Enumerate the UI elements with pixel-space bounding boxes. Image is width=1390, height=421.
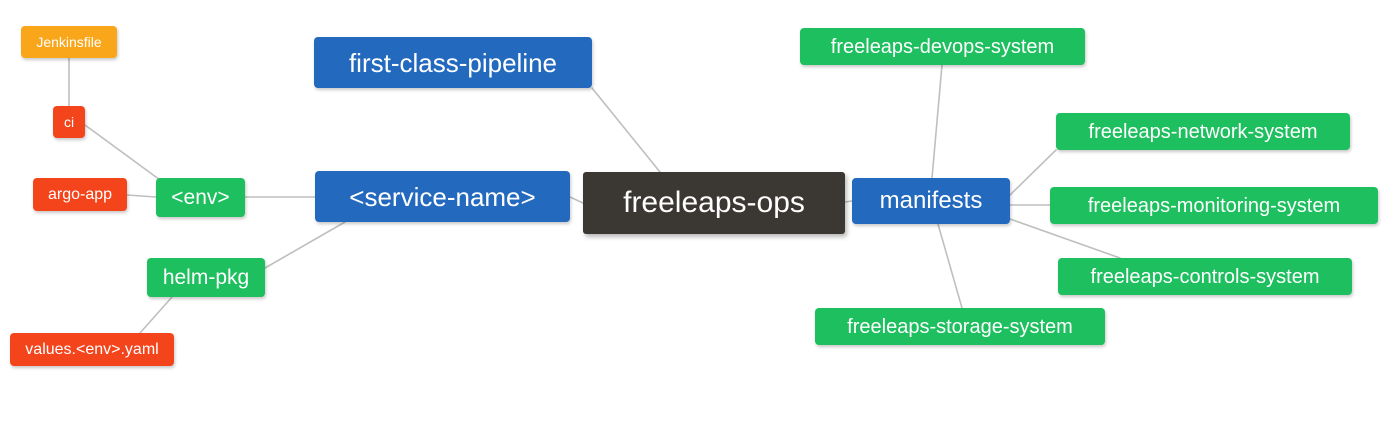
mindmap-node-label: freeleaps-network-system xyxy=(1088,120,1318,143)
mindmap-node-label: first-class-pipeline xyxy=(348,47,558,78)
mindmap-node-label: freeleaps-controls-system xyxy=(1090,265,1320,288)
mindmap-node-env[interactable]: <env> xyxy=(156,178,245,217)
edge-env-to-argo-app xyxy=(126,194,157,198)
edge-helm-pkg-to-values-env-yaml xyxy=(139,296,173,334)
mindmap-node-label: <env> xyxy=(171,186,230,209)
mindmap-node-jenkinsfile[interactable]: Jenkinsfile xyxy=(21,26,117,58)
mindmap-node-label: freeleaps-devops-system xyxy=(830,35,1055,58)
mindmap-node-label: freeleaps-storage-system xyxy=(847,315,1073,338)
mindmap-node-label: freeleaps-ops xyxy=(623,186,805,219)
edge-service-name-to-helm-pkg xyxy=(264,221,346,269)
mindmap-node-label: <service-name> xyxy=(349,181,536,212)
mindmap-node-service-name[interactable]: <service-name> xyxy=(315,171,570,222)
mindmap-node-label: freeleaps-monitoring-system xyxy=(1087,194,1341,217)
edge-freeleaps-ops-to-manifests xyxy=(844,200,853,203)
mindmap-node-freeleaps-network-system[interactable]: freeleaps-network-system xyxy=(1056,113,1350,150)
mindmap-node-ci[interactable]: ci xyxy=(53,106,85,138)
mindmap-node-label: helm-pkg xyxy=(162,266,250,289)
mindmap-node-label: Jenkinsfile xyxy=(36,34,102,50)
edge-manifests-to-freeleaps-network-system xyxy=(1009,149,1057,196)
edge-freeleaps-ops-to-service-name xyxy=(569,196,584,204)
mindmap-node-values-env-yaml[interactable]: values.<env>.yaml xyxy=(10,333,174,366)
mindmap-node-freeleaps-storage-system[interactable]: freeleaps-storage-system xyxy=(815,308,1105,345)
mindmap-node-label: manifests xyxy=(879,187,983,214)
mindmap-node-argo-app[interactable]: argo-app xyxy=(33,178,127,211)
mindmap-node-first-class-pipeline[interactable]: first-class-pipeline xyxy=(314,37,592,88)
edge-env-to-ci xyxy=(84,124,161,181)
mindmap-node-helm-pkg[interactable]: helm-pkg xyxy=(147,258,265,297)
mindmap-node-label: ci xyxy=(63,114,75,130)
mindmap-node-freeleaps-ops[interactable]: freeleaps-ops xyxy=(583,172,845,234)
mindmap-node-manifests[interactable]: manifests xyxy=(852,178,1010,224)
edge-freeleaps-ops-to-first-class-pipeline xyxy=(591,87,661,173)
mindmap-node-label: values.<env>.yaml xyxy=(25,340,159,358)
mindmap-node-freeleaps-devops-system[interactable]: freeleaps-devops-system xyxy=(800,28,1085,65)
edge-manifests-to-freeleaps-devops-system xyxy=(931,64,943,179)
mindmap-node-label: argo-app xyxy=(47,185,113,203)
edge-manifests-to-freeleaps-storage-system xyxy=(937,223,963,309)
mindmap-node-freeleaps-controls-system[interactable]: freeleaps-controls-system xyxy=(1058,258,1352,295)
edge-manifests-to-freeleaps-controls-system xyxy=(1009,218,1121,259)
mindmap-node-freeleaps-monitoring-system[interactable]: freeleaps-monitoring-system xyxy=(1050,187,1378,224)
